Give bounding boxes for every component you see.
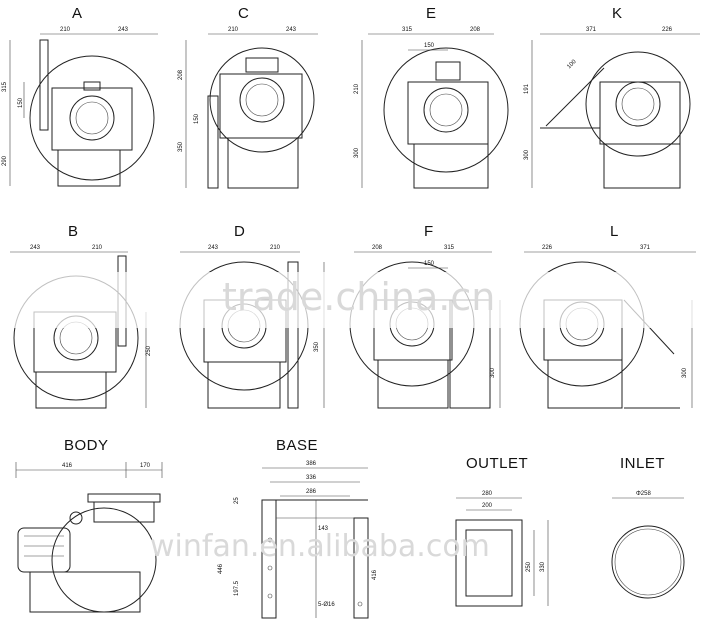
view-e-dim-2: 208 [470, 27, 481, 33]
view-e: E 315 208 150 210 300 [354, 5, 509, 189]
watermark-band [0, 272, 707, 328]
view-b-dim-3: 250 [146, 345, 152, 356]
base-dim-6: 446 [218, 563, 224, 574]
view-c-dim-2: 243 [286, 27, 297, 33]
view-b-dim-1: 243 [30, 245, 41, 251]
view-a: A 210 243 315 150 290 [2, 5, 158, 187]
view-f-dim-3: 150 [424, 261, 435, 267]
inlet-dim-1: Φ258 [636, 491, 651, 497]
view-e-dim-1: 315 [402, 27, 413, 33]
view-e-dim-4: 210 [354, 83, 360, 94]
outlet-label: OUTLET [466, 455, 528, 472]
view-a-label: A [72, 5, 82, 22]
body-dim-2: 170 [140, 463, 151, 469]
watermark-top: trade.china.cn [222, 275, 495, 319]
view-f-dim-4: 300 [490, 367, 496, 378]
base-dim-4: 25 [234, 497, 240, 504]
view-k-dim-4: 191 [524, 83, 530, 94]
body-view: BODY 416 170 [15, 437, 163, 613]
view-f-label: F [424, 223, 433, 240]
base-dim-8: 197.5 [234, 580, 240, 596]
base-dim-2: 336 [306, 475, 317, 481]
view-l-label: L [610, 223, 618, 240]
view-e-dim-5: 300 [354, 147, 360, 158]
body-dim-1: 416 [62, 463, 73, 469]
watermark-bottom: winfan.en.alibaba.com [150, 529, 490, 564]
view-k: K 371 226 100 191 300 [524, 5, 700, 189]
view-l-dim-2: 371 [640, 245, 651, 251]
outlet-dim-1: 280 [482, 491, 493, 497]
view-e-label: E [426, 5, 436, 22]
base-dim-3: 286 [306, 489, 317, 495]
view-d-dim-2: 210 [270, 245, 281, 251]
body-label: BODY [64, 437, 109, 454]
view-b-label: B [68, 223, 78, 240]
view-e-dim-3: 150 [424, 43, 435, 49]
view-c-dim-3: 208 [178, 69, 184, 80]
base-dim-9: 5-Ø16 [318, 602, 335, 608]
base-view: BASE 386 336 286 25 143 446 416 197.5 5-… [218, 437, 378, 619]
view-f-dim-2: 315 [444, 245, 455, 251]
view-d-dim-3: 350 [314, 341, 320, 352]
view-a-dim-5: 290 [2, 155, 8, 166]
view-d-dim-1: 243 [208, 245, 219, 251]
base-label: BASE [276, 437, 318, 454]
view-c: C 210 243 208 150 350 [178, 5, 318, 189]
outlet-dim-4: 330 [540, 561, 546, 572]
view-c-dim-5: 350 [178, 141, 184, 152]
base-dim-7: 416 [372, 569, 378, 580]
view-l-dim-1: 226 [542, 245, 553, 251]
view-f-dim-1: 208 [372, 245, 383, 251]
view-c-dim-4: 150 [194, 113, 200, 124]
inlet-view: INLET Φ258 [611, 455, 685, 599]
inlet-label: INLET [620, 455, 665, 472]
base-dim-1: 386 [306, 461, 317, 467]
view-k-dim-5: 300 [524, 149, 530, 160]
base-dim-5: 143 [318, 526, 329, 532]
outlet-dim-3: 250 [526, 561, 532, 572]
view-c-label: C [238, 5, 249, 22]
view-a-dim-1: 210 [60, 27, 71, 33]
view-c-dim-1: 210 [228, 27, 239, 33]
outlet-view: OUTLET 280 200 250 330 [455, 455, 549, 607]
view-k-dim-3: 100 [566, 58, 578, 70]
view-k-label: K [612, 5, 622, 22]
view-a-dim-2: 243 [118, 27, 129, 33]
view-a-dim-3: 315 [2, 81, 8, 92]
outlet-dim-2: 200 [482, 503, 493, 509]
view-a-dim-4: 150 [18, 97, 24, 108]
view-k-dim-2: 226 [662, 27, 673, 33]
view-l-dim-3: 300 [682, 367, 688, 378]
view-k-dim-1: 371 [586, 27, 597, 33]
view-b-dim-2: 210 [92, 245, 103, 251]
view-d-label: D [234, 223, 245, 240]
